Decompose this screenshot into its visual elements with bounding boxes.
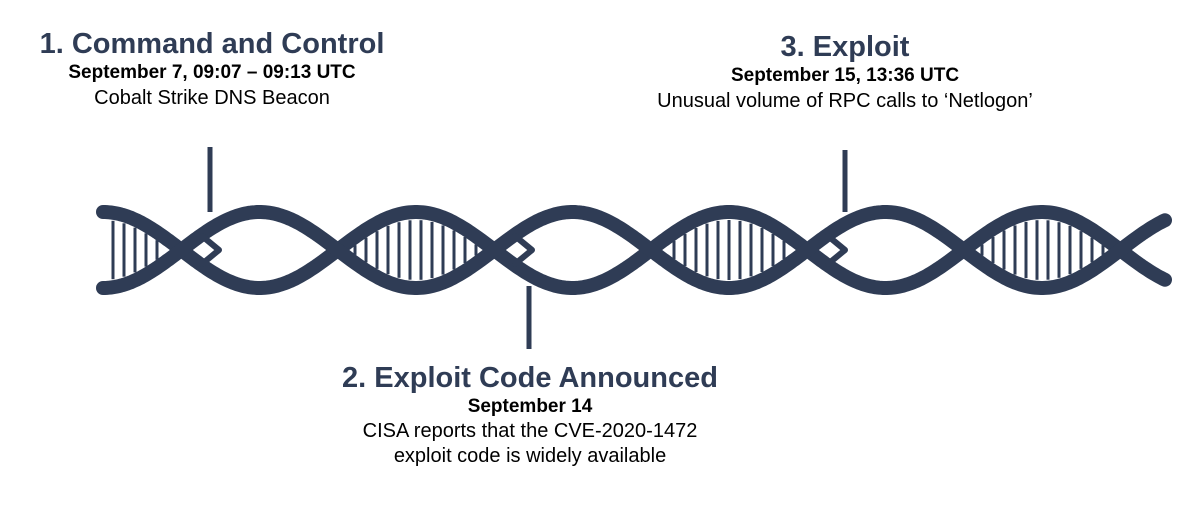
event-description-line: exploit code is widely available [393, 445, 667, 467]
event-title: 2. Exploit Code Announced [342, 362, 718, 394]
event-description-line: CISA reports that the CVE-2020-1472 [362, 420, 698, 442]
event-date: September 7, 09:07 – 09:13 UTC [68, 62, 356, 83]
event-exploit-code-announced: 2. Exploit Code Announced September 14 C… [300, 361, 760, 469]
event-description-line: Unusual volume of RPC calls to ‘Netlogon… [657, 90, 1033, 112]
event-exploit: 3. Exploit September 15, 13:36 UTC Unusu… [605, 30, 1085, 114]
helix-rungs [111, 220, 1105, 280]
chevron-right-icon [512, 233, 535, 267]
chevron-right-icon [825, 233, 848, 267]
event-title: 1. Command and Control [39, 28, 385, 60]
event-date: September 14 [467, 396, 593, 417]
helix-strand-a [96, 205, 1172, 295]
event-title: 3. Exploit [780, 31, 910, 63]
chevron-right-icon [199, 233, 222, 267]
event-date: September 15, 13:36 UTC [730, 65, 960, 86]
event-command-and-control: 1. Command and Control September 7, 09:0… [22, 27, 402, 111]
helix-strand-b [96, 205, 1172, 295]
event-description-line: Cobalt Strike DNS Beacon [94, 87, 330, 109]
